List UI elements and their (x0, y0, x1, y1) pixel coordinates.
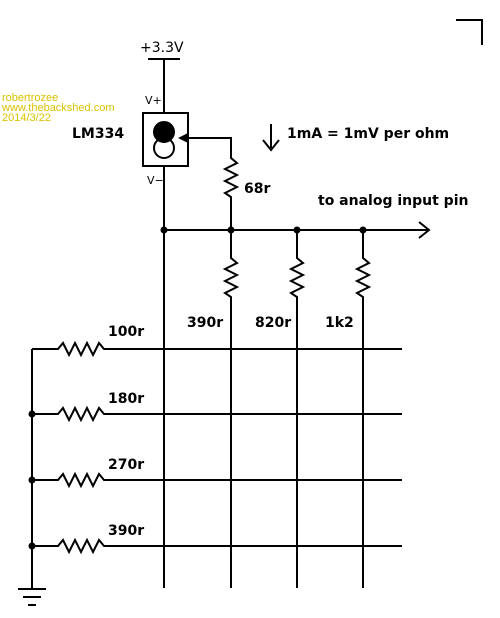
resistor-row1-label: 100r (108, 324, 144, 340)
resistor-68r (222, 150, 240, 230)
resistor-col1 (222, 230, 240, 588)
junction-ground-row2 (28, 410, 36, 418)
supply-label: +3.3V (140, 40, 184, 56)
ground-symbol (18, 588, 46, 606)
corner-mark (456, 19, 483, 45)
resistor-row1 (32, 340, 402, 358)
resistor-row2-label: 180r (108, 391, 144, 407)
lm334-pin-vplus: V+ (145, 94, 162, 107)
resistor-row4 (32, 537, 402, 555)
resistor-row3 (32, 471, 402, 489)
lm334-lower-circle (153, 137, 175, 159)
watermark: robertrozee www.thebackshed.com 2014/3/2… (1, 92, 115, 124)
resistor-col2 (288, 230, 306, 588)
lm334-pin-vminus: V− (147, 174, 164, 187)
current-note: 1mA = 1mV per ohm (262, 124, 449, 152)
junction-bus-col2 (293, 226, 301, 234)
resistor-row2 (32, 405, 402, 423)
resistor-col3 (354, 230, 372, 588)
resistor-68r-label: 68r (244, 181, 270, 197)
junction-ground-row3 (28, 476, 36, 484)
lm334-name: LM334 (72, 126, 124, 142)
lm334-upper-circle (153, 121, 175, 143)
down-arrow-head (262, 139, 280, 152)
lm334-symbol: V+ V− LM334 (72, 94, 189, 187)
rset-wire (184, 137, 232, 150)
resistor-row4-label: 390r (108, 523, 144, 539)
watermark-date: 2014/3/22 (2, 112, 51, 124)
output-label: to analog input pin (318, 193, 468, 209)
output-arrow-head (418, 221, 431, 239)
junction-bus-col3 (359, 226, 367, 234)
junction-ground-row4 (28, 542, 36, 550)
rset-arrow-head (178, 133, 188, 143)
junction-bus-col1 (227, 226, 235, 234)
resistor-col3-label: 1k2 (325, 315, 354, 331)
junction-bus-main (160, 226, 168, 234)
watermark-site: www.thebackshed.com (1, 102, 115, 114)
watermark-author: robertrozee (2, 92, 58, 104)
resistor-col1-label: 390r (187, 315, 223, 331)
resistor-row3-label: 270r (108, 457, 144, 473)
resistor-col2-label: 820r (255, 315, 291, 331)
current-note-text: 1mA = 1mV per ohm (287, 126, 449, 142)
